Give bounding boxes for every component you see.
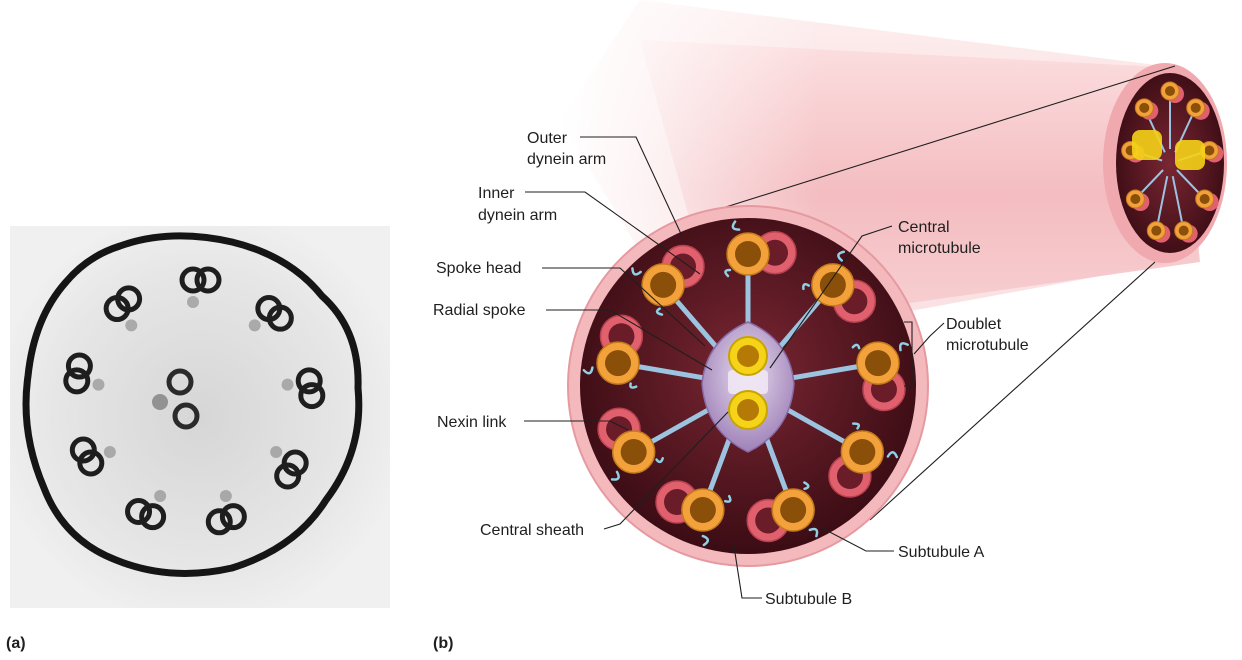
label-radial-spoke: Radial spoke (433, 302, 526, 319)
central-bridge (728, 370, 768, 394)
label-nexin-link: Nexin link (437, 414, 507, 431)
label-central-sheath: Central sheath (480, 522, 584, 539)
label-outer-dynein-2: dynein arm (527, 151, 606, 168)
label-doublet-microtubule-1: Doublet (946, 316, 1002, 333)
labels: Outer dynein arm Inner dynein arm Spoke … (433, 130, 1029, 608)
micrograph-membrane (22, 232, 363, 577)
expansion-line-bottom (869, 261, 1156, 521)
label-doublet-microtubule-2: microtubule (946, 337, 1029, 354)
doublet (724, 220, 797, 278)
radial-spoke (643, 404, 716, 448)
radial-spoke (771, 293, 827, 357)
doublet (828, 422, 899, 498)
doublet-microtubules (582, 220, 909, 547)
label-inner-dynein-2: dynein arm (478, 207, 557, 224)
doublet (802, 250, 877, 324)
label-central-microtubule-1: Central (898, 219, 950, 236)
cross-section (567, 205, 929, 567)
central-microtubule-upper-lumen (737, 345, 759, 367)
electron-micrograph (10, 226, 390, 608)
label-inner-dynein-1: Inner (478, 185, 515, 202)
doublet (851, 341, 909, 412)
doublet (746, 481, 819, 543)
radial-spoke (780, 404, 853, 448)
label-spoke-head: Spoke head (436, 260, 521, 277)
panel-label-a: (a) (6, 635, 26, 652)
central-microtubule-lower-lumen (737, 399, 759, 421)
radial-spoke (629, 363, 712, 382)
radial-spoke (784, 363, 867, 382)
label-central-microtubule-2: microtubule (898, 240, 981, 257)
label-subtubule-b: Subtubule B (765, 591, 852, 608)
micrograph-central-pair (152, 368, 200, 430)
doublet-bracket (904, 321, 913, 387)
label-outer-dynein-1: Outer (527, 130, 568, 147)
label-subtubule-a: Subtubule A (898, 544, 985, 561)
doublet (631, 244, 705, 316)
tube-end-microtubules (1121, 81, 1224, 243)
micrograph-doublets (63, 266, 326, 536)
panel-label-b: (b) (433, 635, 453, 652)
doublet (655, 480, 732, 547)
radial-spoke (669, 293, 725, 357)
leader-lines (524, 136, 945, 599)
expansion-line-top (709, 65, 1176, 213)
doublet (582, 314, 644, 389)
